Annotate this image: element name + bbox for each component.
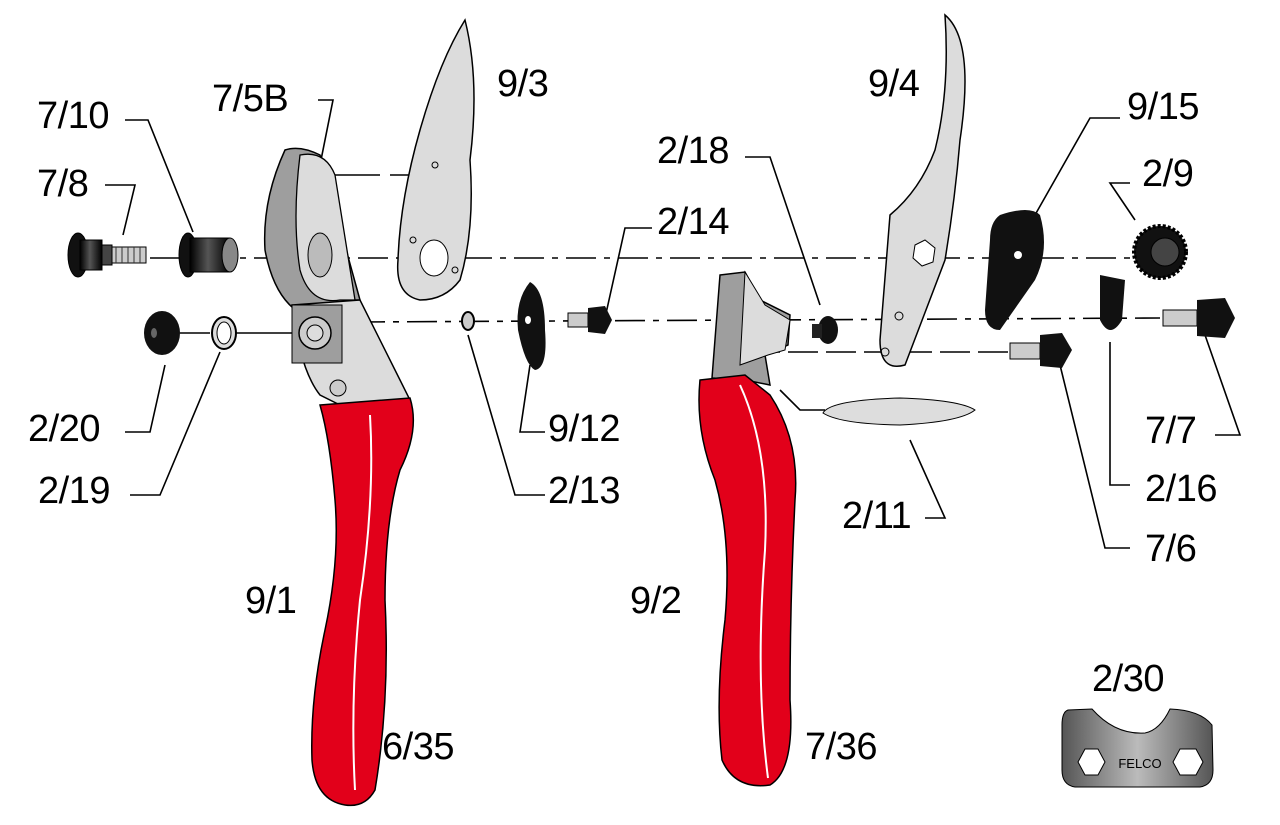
label-2-18: 2/18 bbox=[657, 130, 729, 172]
label-2-11: 2/11 bbox=[842, 495, 912, 537]
label-2-9: 2/9 bbox=[1142, 153, 1194, 195]
label-9-1: 9/1 bbox=[245, 580, 297, 622]
label-9-12: 9/12 bbox=[548, 408, 620, 450]
part-9-2-upper-handle bbox=[698, 270, 797, 787]
label-9-4: 9/4 bbox=[868, 63, 920, 105]
part-2-30-wrench: FELCO bbox=[1061, 708, 1214, 788]
label-2-13: 2/13 bbox=[548, 470, 620, 512]
part-2-11-spring bbox=[822, 397, 976, 426]
label-7-6: 7/6 bbox=[1145, 528, 1197, 570]
label-2-20: 2/20 bbox=[28, 408, 100, 450]
label-2-16: 2/16 bbox=[1145, 468, 1217, 510]
label-9-15: 9/15 bbox=[1127, 86, 1199, 128]
label-7-36: 7/36 bbox=[805, 726, 877, 768]
part-9-4-anvil-blade bbox=[879, 13, 966, 367]
part-2-16-lever bbox=[1100, 275, 1125, 330]
part-7-8-bolt bbox=[67, 232, 147, 278]
label-2-30: 2/30 bbox=[1092, 658, 1164, 700]
label-7-8: 7/8 bbox=[37, 163, 89, 205]
part-2-13-washer bbox=[461, 311, 475, 331]
part-2-14-screw bbox=[567, 306, 612, 334]
label-6-35: 6/35 bbox=[382, 726, 454, 768]
part-9-1-lower-handle bbox=[263, 147, 415, 807]
part-2-9-nut bbox=[1132, 224, 1188, 280]
label-9-3: 9/3 bbox=[497, 63, 549, 105]
part-2-20-cap bbox=[144, 311, 180, 355]
part-7-6-screw bbox=[1009, 333, 1072, 368]
label-9-2: 9/2 bbox=[630, 580, 682, 622]
label-7-7: 7/7 bbox=[1145, 410, 1197, 452]
part-7-10-bushing bbox=[178, 232, 239, 278]
label-7-10: 7/10 bbox=[37, 95, 109, 137]
part-7-7-screw bbox=[1162, 298, 1235, 338]
label-2-19: 2/19 bbox=[38, 470, 110, 512]
part-9-12-latch bbox=[517, 282, 546, 370]
part-9-3-blade bbox=[396, 18, 475, 301]
wrench-logo: FELCO bbox=[1118, 756, 1161, 771]
part-2-18-stop bbox=[812, 316, 838, 344]
label-2-14: 2/14 bbox=[657, 201, 729, 243]
label-7-5b: 7/5B bbox=[212, 78, 289, 120]
part-9-15-plate bbox=[985, 210, 1044, 330]
